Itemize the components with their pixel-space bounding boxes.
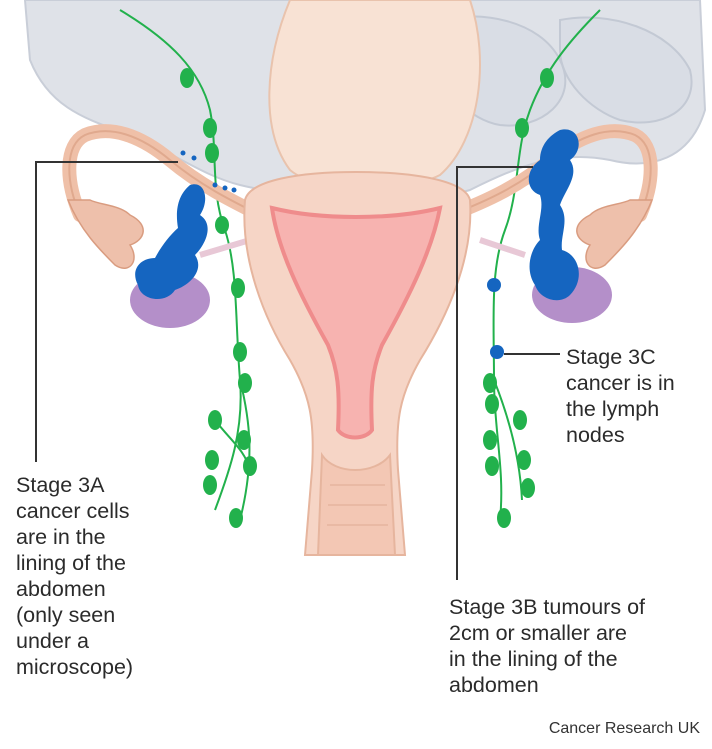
- lymph-node: [517, 450, 531, 470]
- left-tumour-seed: [223, 186, 228, 191]
- bladder-backdrop: [269, 0, 480, 189]
- lymph-node: [515, 118, 529, 138]
- lymph-node: [205, 143, 219, 163]
- uterus: [244, 172, 470, 555]
- lymph-node: [485, 456, 499, 476]
- affected-lymph-node: [490, 345, 504, 359]
- lymph-node: [208, 410, 222, 430]
- lymph-node: [483, 430, 497, 450]
- stage-3c-label: Stage 3C cancer is in the lymph nodes: [566, 344, 706, 448]
- stage-3a-label: Stage 3A cancer cells are in the lining …: [16, 472, 216, 680]
- lymph-node: [521, 478, 535, 498]
- left-tumour-seed: [181, 151, 186, 156]
- lymph-node: [497, 508, 511, 528]
- lymph-node: [231, 278, 245, 298]
- lymph-node: [238, 373, 252, 393]
- lymph-node: [513, 410, 527, 430]
- affected-lymph-node: [487, 278, 501, 292]
- left-tumour-seed: [213, 183, 218, 188]
- lymph-node: [229, 508, 243, 528]
- lymph-node: [540, 68, 554, 88]
- lymph-node: [485, 394, 499, 414]
- stage-3b-label: Stage 3B tumours of 2cm or smaller are i…: [449, 594, 711, 698]
- lymph-node: [215, 216, 229, 234]
- lymph-node: [203, 118, 217, 138]
- lymph-node: [483, 373, 497, 393]
- credit-text: Cancer Research UK: [549, 720, 700, 738]
- left-tumour-seed: [232, 188, 237, 193]
- lymph-node: [243, 456, 257, 476]
- left-tumour-seed: [192, 156, 197, 161]
- lymph-node: [233, 342, 247, 362]
- lymph-node: [205, 450, 219, 470]
- lymph-node: [237, 430, 251, 450]
- lymph-node: [180, 68, 194, 88]
